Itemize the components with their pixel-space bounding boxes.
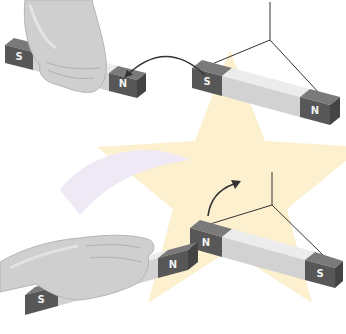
magnet-pole: N [308,104,322,118]
pole-letter: S [37,295,44,305]
pole-letter: S [15,52,22,62]
magnet-pole: N [166,258,180,272]
pole-letter: S [316,269,323,279]
repel-arrow [208,180,241,216]
pole-letter: N [202,238,210,248]
pole-letter: N [119,79,127,89]
hand-top [24,0,106,92]
magnet-pole: N [116,77,130,91]
pole-letter: N [311,106,319,116]
suspended-magnet-bottom [190,220,343,288]
watermark-swoosh [60,150,190,215]
pole-letter: N [169,260,177,270]
attract-arrow [125,56,205,77]
magnet-pole: S [313,267,327,281]
magnet-pole: S [200,75,214,89]
magnet-pole: N [199,236,213,250]
pole-letter: S [203,77,210,87]
magnet-pole: S [34,293,48,307]
hand-bottom [0,235,154,300]
magnet-pole: S [12,50,26,64]
suspended-magnet-top [192,60,340,125]
